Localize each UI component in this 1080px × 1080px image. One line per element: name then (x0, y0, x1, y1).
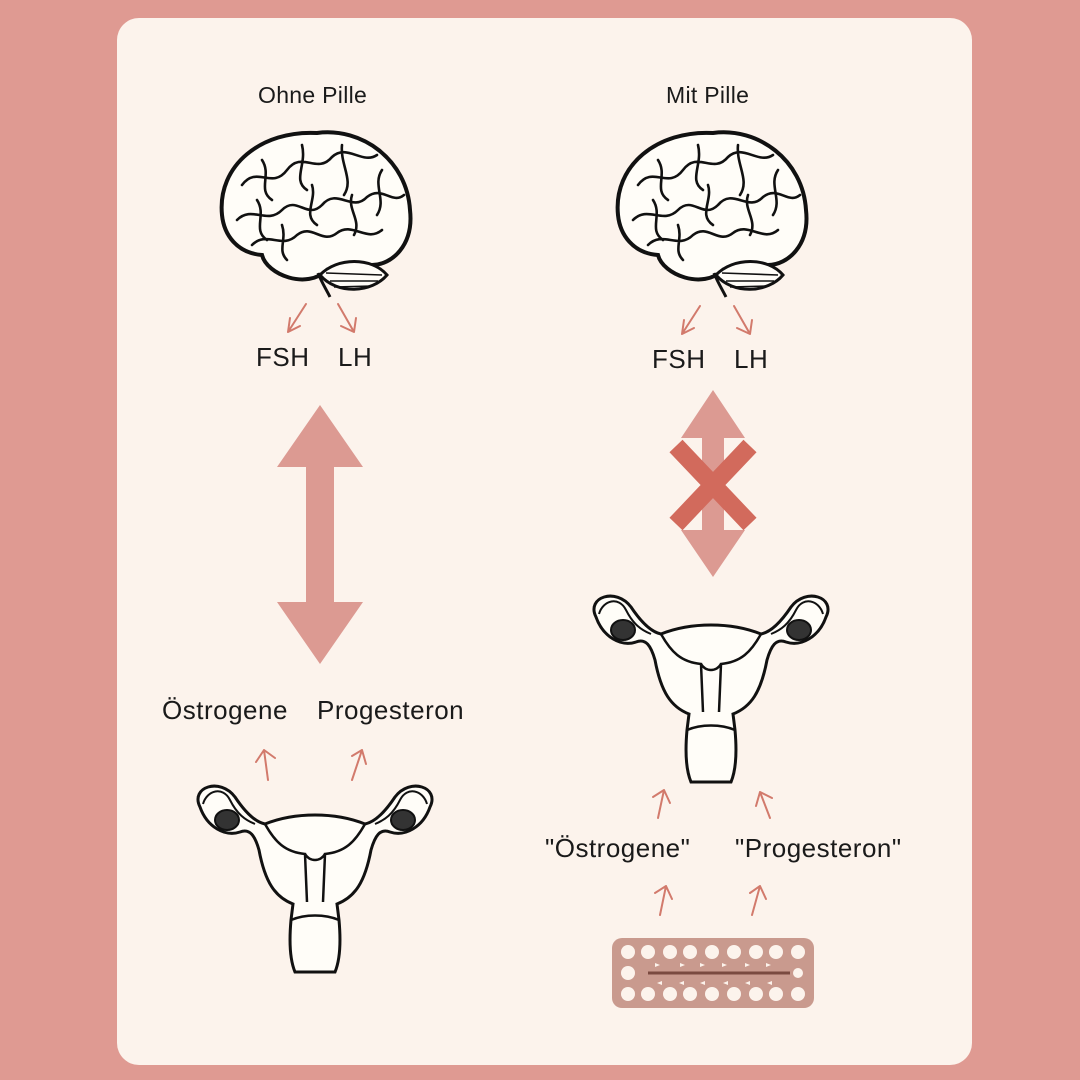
right-fsh-arrow-icon (681, 305, 701, 335)
right-oestrogen-label: "Östrogene" (545, 833, 691, 863)
left-fsh-label: FSH (256, 342, 310, 372)
title-with-pill: Mit Pille (666, 82, 750, 108)
left-brain-icon (219, 130, 413, 299)
right-lh-arrow-icon (733, 305, 753, 335)
left-lh-arrow-icon (337, 303, 357, 333)
left-up-arrow-1-icon (255, 749, 276, 781)
cross-icon (669, 439, 757, 531)
right-uterus-icon (592, 594, 830, 784)
right-up-arrow-3-icon (654, 885, 673, 916)
pill-pack-icon (612, 938, 814, 1008)
title-without-pill: Ohne Pille (258, 82, 368, 108)
left-progesterone-label: Progesteron (317, 695, 465, 725)
right-fsh-label: FSH (652, 344, 706, 374)
right-up-arrow-1-icon (652, 789, 671, 819)
right-progesterone-label: "Progesteron" (735, 833, 902, 863)
left-oestrogen-label: Östrogene (162, 695, 288, 725)
left-up-arrow-2-icon (351, 749, 367, 781)
right-brain-icon (615, 130, 809, 299)
right-up-arrow-4-icon (749, 885, 767, 916)
left-uterus-icon (196, 784, 434, 974)
right-lh-label: LH (734, 344, 769, 374)
left-double-arrow-icon (277, 405, 363, 664)
left-fsh-arrow-icon (287, 303, 307, 333)
right-up-arrow-2-icon (755, 791, 773, 819)
left-lh-label: LH (338, 342, 373, 372)
